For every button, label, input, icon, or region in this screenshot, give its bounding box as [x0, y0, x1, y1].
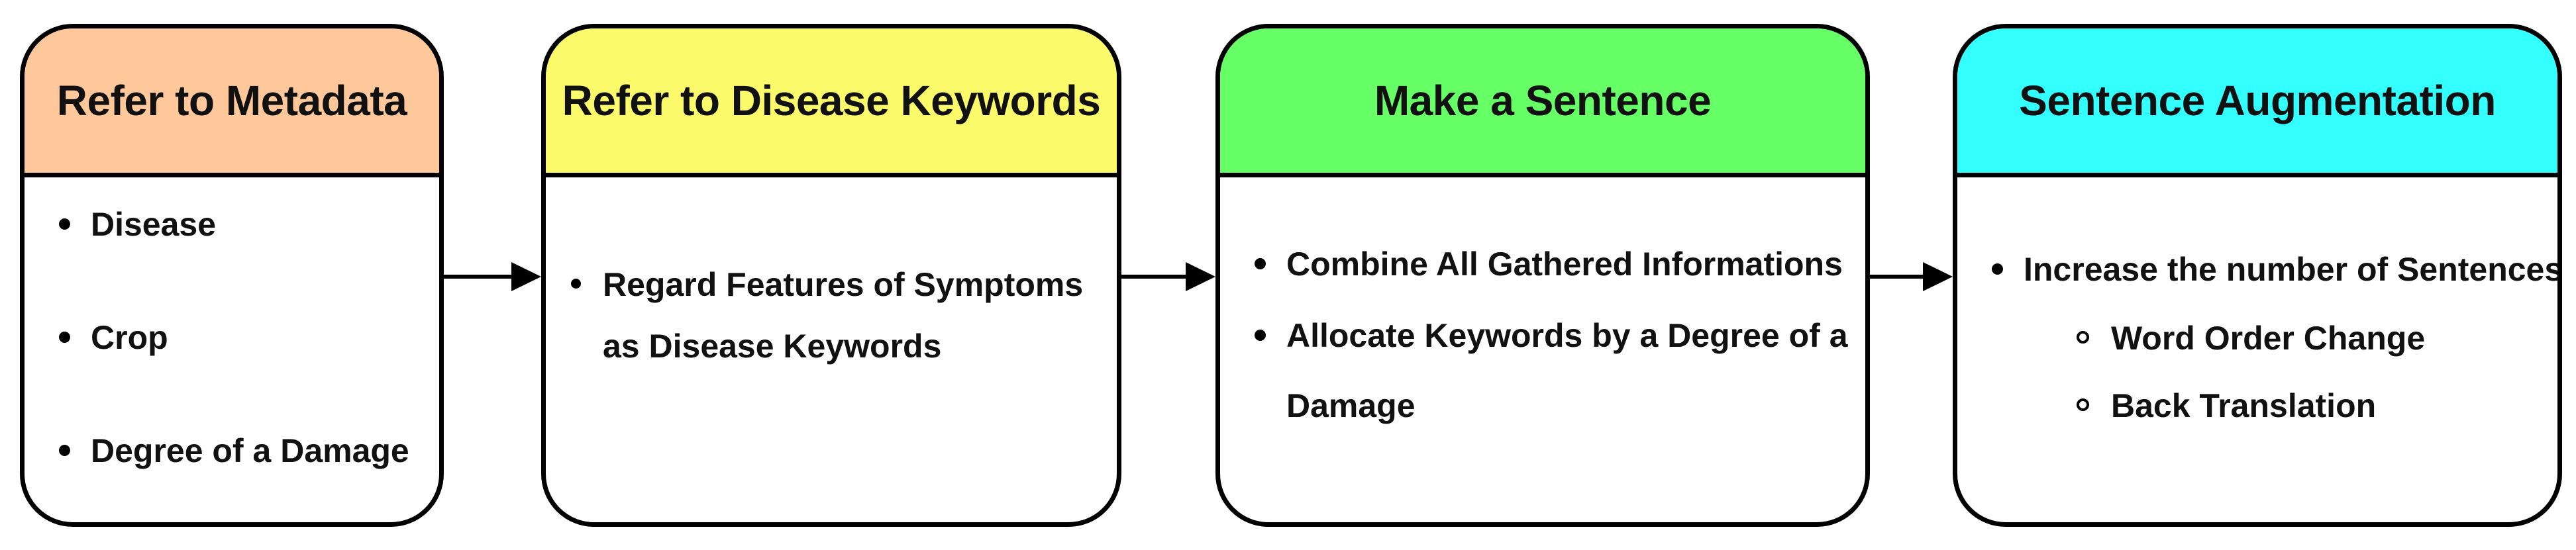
list-item-label: Crop: [91, 319, 168, 356]
arrow-metadata-to-keywords: [444, 262, 541, 291]
bullet-icon: [1255, 330, 1266, 341]
title-sentence-augmentation: Sentence Augmentation: [2019, 77, 2496, 124]
list-item-label: Degree of a Damage: [91, 432, 409, 469]
header-refer-to-metadata: Refer to Metadata: [25, 28, 439, 177]
bullet-icon: [571, 279, 581, 289]
box-refer-to-metadata: Refer to Metadata Disease Crop Degree of…: [20, 24, 444, 527]
list-item-label: Increase the number of Sentences: [2024, 251, 2562, 288]
title-refer-to-disease-keywords: Refer to Disease Keywords: [562, 77, 1101, 124]
box-refer-to-disease-keywords: Refer to Disease Keywords Regard Feature…: [541, 24, 1121, 527]
body-refer-to-disease-keywords: Regard Features of Symptoms as Disease K…: [546, 177, 1117, 522]
list-item-label: Combine All Gathered Informations: [1286, 246, 1843, 283]
bullet-icon: [1255, 258, 1266, 269]
sub-list-item-label: Word Order Change: [2111, 320, 2426, 357]
body-sentence-augmentation: Increase the number of Sentences Word Or…: [1957, 177, 2557, 522]
bullet-icon: [59, 218, 70, 230]
hollow-bullet-icon: [2077, 331, 2089, 344]
body-refer-to-metadata: Disease Crop Degree of a Damage: [25, 177, 439, 522]
title-make-a-sentence: Make a Sentence: [1374, 77, 1712, 124]
box-make-a-sentence: Make a Sentence Combine All Gathered Inf…: [1215, 24, 1870, 527]
body-make-a-sentence: Combine All Gathered Informations Alloca…: [1220, 177, 1865, 522]
box-sentence-augmentation: Sentence Augmentation Increase the numbe…: [1953, 24, 2562, 527]
title-refer-to-metadata: Refer to Metadata: [56, 77, 407, 124]
header-sentence-augmentation: Sentence Augmentation: [1957, 28, 2557, 177]
header-refer-to-disease-keywords: Refer to Disease Keywords: [546, 28, 1117, 177]
bullet-icon: [1992, 263, 2003, 275]
list-item-label: Damage: [1286, 387, 1416, 424]
bullet-icon: [59, 332, 70, 343]
arrow-sentence-to-augmentation: [1870, 262, 1953, 291]
hollow-bullet-icon: [2077, 398, 2089, 411]
sub-list-item-label: Back Translation: [2111, 387, 2377, 424]
arrow-keywords-to-sentence: [1121, 262, 1215, 291]
list-item-label: Regard Features of Symptoms: [603, 266, 1084, 303]
bullet-icon: [59, 445, 70, 456]
header-make-a-sentence: Make a Sentence: [1220, 28, 1865, 177]
list-item-label: as Disease Keywords: [603, 328, 942, 365]
list-item-label: Disease: [91, 206, 217, 243]
list-item-label: Allocate Keywords by a Degree of a: [1286, 317, 1848, 354]
